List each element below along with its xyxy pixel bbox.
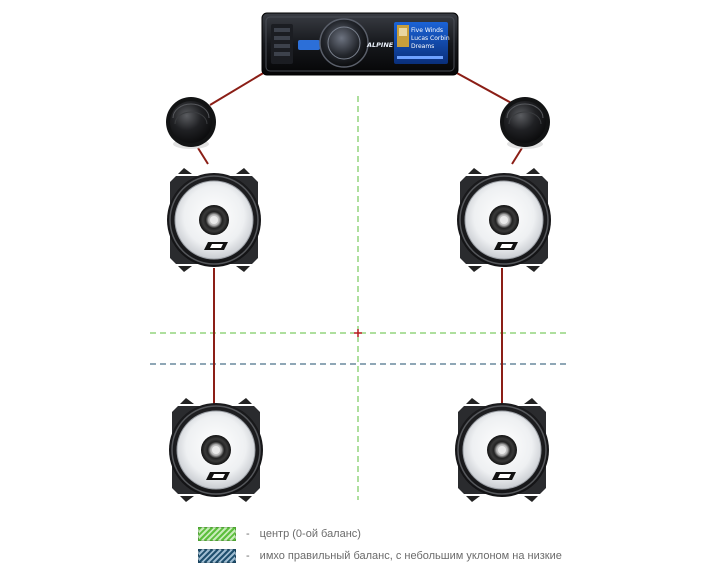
legend-label-balance: имхо правильный баланс, с небольшим укло…: [259, 550, 562, 562]
rear-right-speaker: [454, 397, 550, 503]
legend-item-balance: - имхо правильный баланс, с небольшим ук…: [198, 549, 562, 563]
center-cross-marker: [354, 329, 362, 337]
wire-right-head: [454, 71, 516, 106]
rear-left-speaker: [168, 397, 264, 503]
screen-line-3: Dreams: [411, 43, 434, 50]
wire-left-tweeter: [197, 147, 209, 165]
front-left-speaker: [166, 167, 262, 273]
speaker-wires: [197, 71, 523, 404]
legend-dash: -: [246, 528, 250, 540]
left-tweeter: [165, 96, 217, 150]
head-unit-volume-knob: [319, 18, 369, 68]
screen-line-2: Lucas Corbin: [411, 35, 450, 42]
wire-left-head: [209, 71, 266, 106]
screen-line-1: Five Winds: [411, 27, 443, 34]
legend-swatch-green: [198, 527, 236, 541]
screen-progress-bar: [397, 56, 443, 59]
head-unit-brand: ALPINE: [366, 41, 394, 49]
legend-swatch-blue: [198, 549, 236, 563]
head-unit: ALPINE Five Winds Lucas Corbin Dreams: [261, 12, 459, 76]
legend-dash: -: [246, 550, 250, 562]
front-right-speaker: [456, 167, 552, 273]
head-unit-eject-button: [298, 40, 320, 50]
legend-label-center: центр (0-ой баланс): [259, 528, 361, 540]
right-tweeter: [499, 96, 551, 150]
legend-item-center: - центр (0-ой баланс): [198, 527, 361, 541]
wire-right-tweeter: [511, 147, 523, 165]
